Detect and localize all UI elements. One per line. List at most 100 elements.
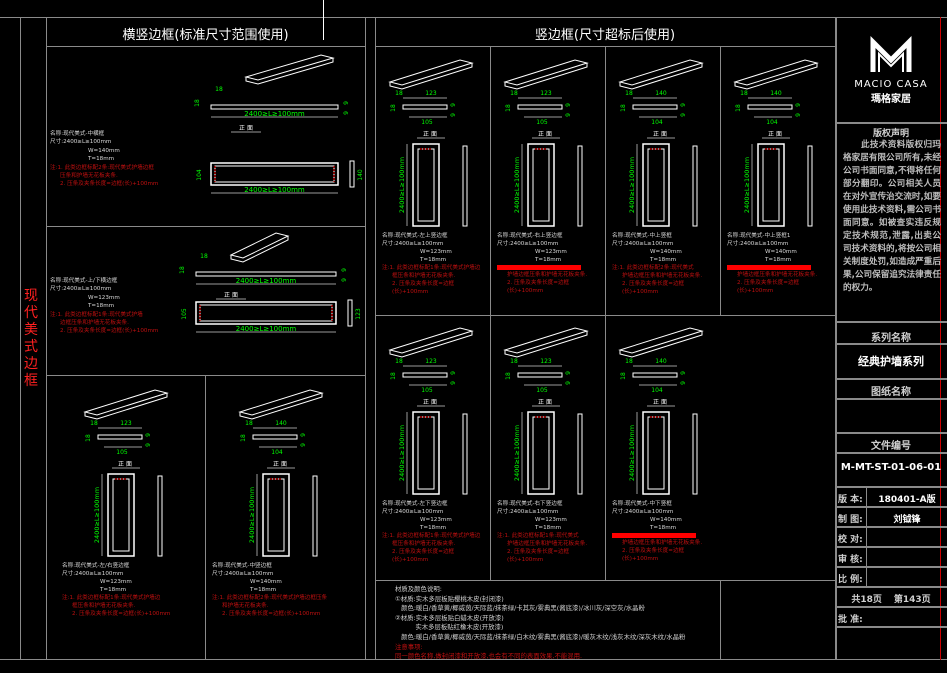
spec-thickness: T=18mm xyxy=(88,156,115,163)
dimension-label: 2400≥L≥100mm xyxy=(398,157,406,213)
spec-note: 边框压条和护墙无花板夹条. xyxy=(60,320,129,327)
dimension-label: 9 xyxy=(450,113,457,117)
spec-thickness: T=18mm xyxy=(650,257,677,263)
dimension-label: 123 xyxy=(540,358,552,365)
tb-line xyxy=(835,378,947,380)
divider-left-right xyxy=(365,17,366,660)
elevation-inner xyxy=(532,148,550,222)
series-label: 系列名称 xyxy=(871,333,911,344)
approve-label: 批 准: xyxy=(838,615,863,625)
divider-side xyxy=(46,17,47,660)
dimension-label: 104 xyxy=(651,119,663,126)
tb-line xyxy=(835,586,947,588)
spec-note: 2. 压条及夹条长度=边框(长)+100mm xyxy=(622,281,685,295)
dimension-label: 18 xyxy=(245,420,253,427)
spec-thickness: T=18mm xyxy=(535,257,562,263)
side-section xyxy=(347,299,353,327)
pages-row: 共18页 第143页 xyxy=(835,592,947,605)
section-profile xyxy=(402,372,448,378)
section-profile xyxy=(632,372,678,378)
elevation-outer xyxy=(757,143,785,227)
plank-isometric xyxy=(503,327,589,354)
spec-size: 尺寸:2400≥L≥100mm xyxy=(612,241,674,247)
spec-width: W=140mm xyxy=(88,147,120,154)
dimension-label: 104 xyxy=(651,387,663,394)
spec-size: 尺寸:2400≥L≥100mm xyxy=(50,139,112,146)
elevation-inner xyxy=(532,416,550,490)
spec-size: 尺寸:2400≥L≥100mm xyxy=(727,241,789,247)
side-section xyxy=(692,145,698,227)
mid-col-2 xyxy=(605,46,606,580)
dimension-label: 105 xyxy=(181,308,188,320)
front-label: 正 面 xyxy=(423,131,437,138)
header-line-left xyxy=(46,46,365,47)
side-section xyxy=(807,145,813,227)
elevation-outer xyxy=(210,162,339,186)
spec-name: 名称:现代美式-右上竖边框 xyxy=(497,233,563,239)
material-notes: 材质及颜色说明: ①材质:实木多层板贴樱桃木皮(封闭漆) 颜色:暖白/香草黄/椰… xyxy=(395,585,685,662)
dimension-label: 105 xyxy=(536,387,548,394)
dimension-label: 140 xyxy=(655,358,667,365)
elevation-inner xyxy=(647,148,665,222)
dimension-label: 2400≥L≥100mm xyxy=(248,487,256,543)
front-label: 正 面 xyxy=(118,461,132,468)
dimension-label: 18 xyxy=(505,372,512,380)
spec-size: 尺寸:2400≥L≥100mm xyxy=(497,509,559,515)
dimension-label: 2400≥L≥100mm xyxy=(244,110,305,118)
section-profile xyxy=(97,434,143,440)
elevation-inner xyxy=(199,304,333,322)
row-line-1 xyxy=(46,226,365,227)
spec-size: 尺寸:2400≥L≥100mm xyxy=(382,509,444,515)
dimension-label: 104 xyxy=(196,169,203,181)
dimension-label: 9 xyxy=(343,101,350,105)
tb-line xyxy=(835,506,947,508)
elevation-outer xyxy=(107,473,135,557)
tb-line xyxy=(835,566,947,568)
dimension-label: 123 xyxy=(355,308,362,320)
spec-size: 尺寸:2400≥L≥100mm xyxy=(62,571,124,577)
spec-note: 2. 压条及夹条长度=边框(长)+100mm xyxy=(507,549,570,563)
side-section xyxy=(157,475,163,557)
spec-size: 尺寸:2400≥L≥100mm xyxy=(497,241,559,247)
spec-width: W=140mm xyxy=(650,517,682,523)
total-pages: 共18页 xyxy=(851,595,882,605)
dimension-label: 18 xyxy=(625,358,633,365)
spec-width: W=123mm xyxy=(420,249,452,255)
side-section xyxy=(462,145,468,227)
dimension-label: 140 xyxy=(655,90,667,97)
elevation-outer xyxy=(527,143,555,227)
plank-isometric xyxy=(244,54,335,81)
section-profile xyxy=(517,104,563,110)
front-label: 正 面 xyxy=(653,399,667,406)
spec-note: 2. 压条及夹条长度=边框(长)+100mm xyxy=(392,281,455,295)
dimension-label: 18 xyxy=(740,90,748,97)
logo-m-icon xyxy=(870,35,912,72)
dimension-label: 18 xyxy=(505,104,512,112)
dimension-label: 9 xyxy=(343,111,350,115)
plank-isometric xyxy=(238,389,324,416)
dimension-label: 123 xyxy=(425,358,437,365)
front-label: 正 面 xyxy=(273,461,287,468)
dimension-label: 18 xyxy=(620,104,627,112)
tb-line xyxy=(835,626,947,628)
mid-col-1 xyxy=(490,46,491,580)
front-label: 正 面 xyxy=(538,399,552,406)
side-section xyxy=(312,475,318,557)
plank-edge xyxy=(84,393,168,420)
dimension-label: 9 xyxy=(450,103,457,107)
material-line: ①材质:实木多层板贴樱桃木皮(封闭漆) xyxy=(395,594,504,603)
spec-note: 2. 压条及夹条长度=边框(长)+100mm xyxy=(60,181,159,188)
elevation-inner xyxy=(417,416,435,490)
page-number: 第143页 xyxy=(893,595,931,605)
plank-edge xyxy=(734,63,818,90)
spec-note: 2. 压条及夹条长度=边框(长)+100mm xyxy=(222,611,321,617)
dimension-label: 18 xyxy=(200,253,208,260)
front-label: 正 面 xyxy=(423,399,437,406)
dimension-label: 18 xyxy=(390,372,397,380)
dimension-label: 9 xyxy=(341,278,348,282)
